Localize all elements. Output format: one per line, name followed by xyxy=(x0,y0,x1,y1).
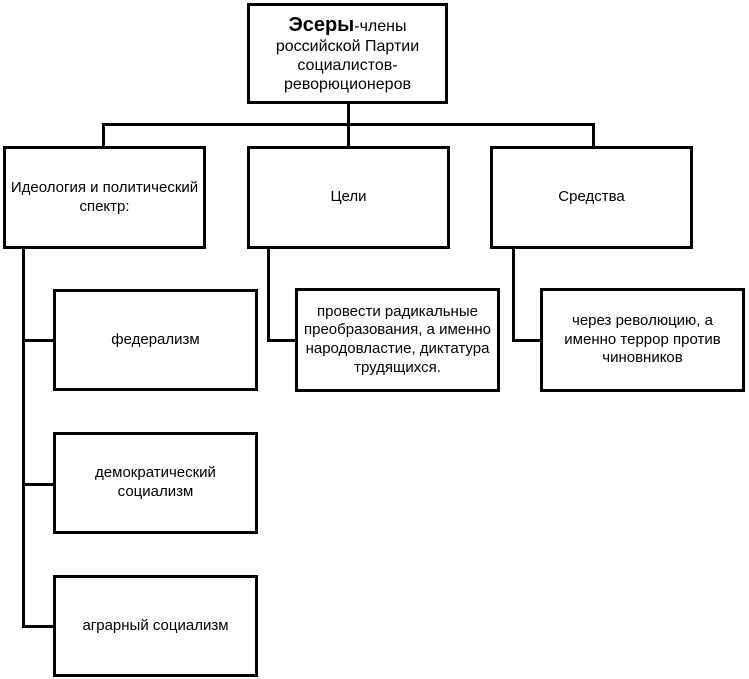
goals-detail: провести радикальные преобразования, а и… xyxy=(295,288,500,392)
category-goals: Цели xyxy=(247,146,450,249)
ideology-item-label: федерализм xyxy=(111,330,200,348)
root-title-bold: Эсеры xyxy=(288,13,355,36)
goals-spine-line xyxy=(267,248,270,342)
ideology-branch-federalism xyxy=(22,339,55,342)
means-drop-line xyxy=(592,123,595,148)
ideology-item-label: демократический социализм xyxy=(95,464,216,500)
ideology-drop-line xyxy=(102,123,105,148)
ideology-branch-agrarian xyxy=(22,625,55,628)
means-detail: через революцию, а именно террор против … xyxy=(540,288,745,392)
goals-branch-line xyxy=(267,339,297,342)
ideology-item-federalism: федерализм xyxy=(53,289,258,391)
root-title: Эсеры-члены российской Партии социалисто… xyxy=(250,13,445,95)
category-means-label: Средства xyxy=(558,188,625,206)
goals-drop-line xyxy=(347,123,350,148)
root-node: Эсеры-члены российской Партии социалисто… xyxy=(247,3,448,104)
root-title-rest: -члены российской Партии социалистов-рев… xyxy=(275,17,420,94)
goals-detail-text: провести радикальные преобразования, а и… xyxy=(303,302,492,376)
root-connector xyxy=(347,103,350,125)
category-ideology-label: Идеология и политический спектр: xyxy=(10,178,199,215)
ideology-spine-line xyxy=(22,248,25,626)
means-branch-line xyxy=(512,339,542,342)
category-means: Средства xyxy=(490,146,693,249)
ideology-item-label: аграрный социализм xyxy=(82,616,229,634)
means-spine-line xyxy=(512,248,515,342)
ideology-branch-democratic xyxy=(22,483,55,486)
category-goals-label: Цели xyxy=(330,188,367,206)
ideology-item-agrarian-socialism: аграрный социализм xyxy=(53,575,258,677)
category-ideology: Идеология и политический спектр: xyxy=(3,146,206,249)
ideology-item-democratic-socialism: демократический социализм xyxy=(53,432,258,534)
means-detail-text: через революцию, а именно террор против … xyxy=(564,311,721,367)
